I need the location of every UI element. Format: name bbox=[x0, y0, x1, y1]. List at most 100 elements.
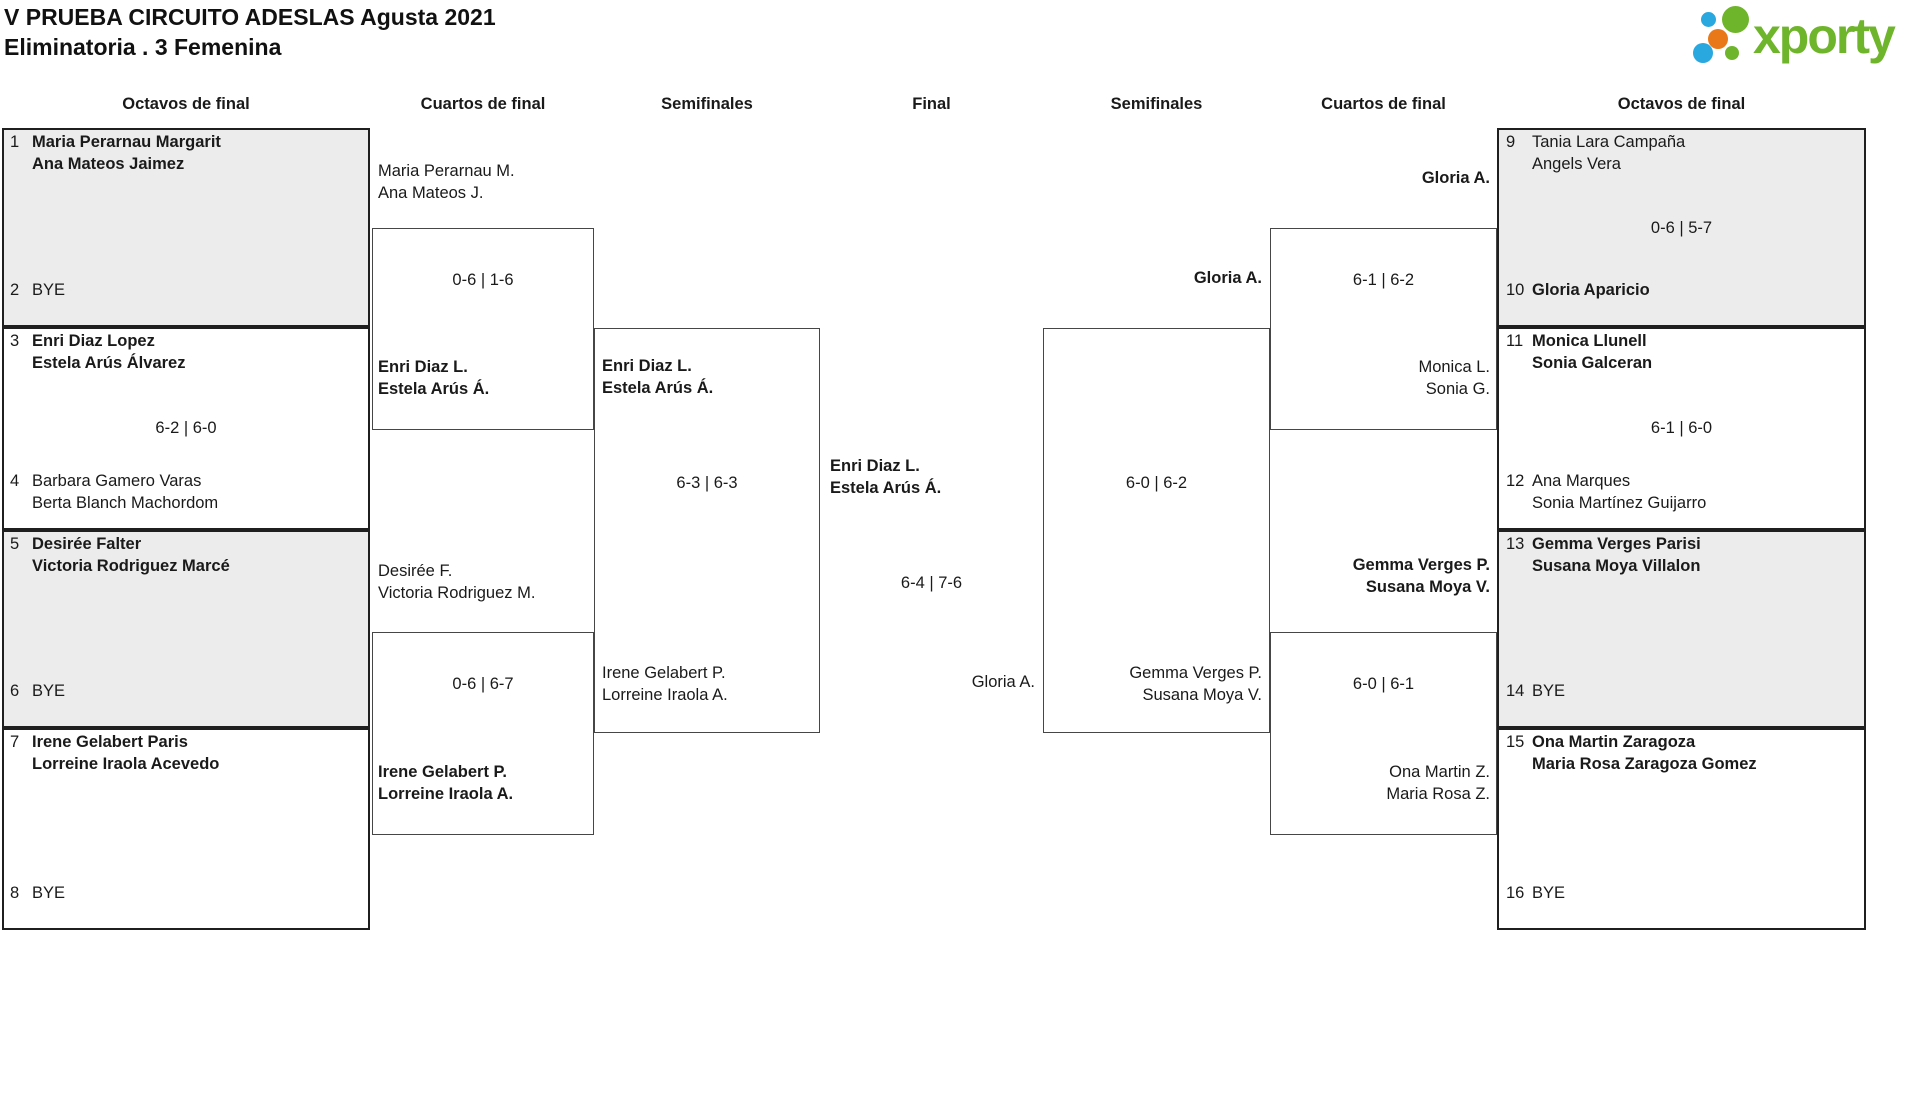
team-row-seed-2: 2 BYE bbox=[10, 279, 65, 301]
qf-right-2-winner: Gemma Verges P. Susana Moya V. bbox=[1278, 554, 1490, 598]
seed-number: 1 bbox=[10, 133, 20, 151]
page-title: V PRUEBA CIRCUITO ADESLAS Agusta 2021 bbox=[4, 4, 496, 30]
team-name-line: Estela Arús Á. bbox=[830, 479, 942, 497]
team-name-line: Angels Vera bbox=[1532, 155, 1621, 173]
score-sf-left: 6-3 | 6-3 bbox=[676, 474, 738, 492]
team-name-line: Estela Arús Á. bbox=[602, 379, 714, 397]
score-qf-right-2: 6-0 | 6-1 bbox=[1352, 675, 1415, 693]
team-names: Gloria Aparicio bbox=[1532, 279, 1650, 301]
team-name-line: Tania Lara Campaña bbox=[1532, 133, 1686, 151]
team-row-seed-14: 14 BYE bbox=[1506, 680, 1565, 702]
team-name-line: Lorreine Iraola Acevedo bbox=[32, 755, 220, 773]
team-name-line: Desirée F. bbox=[378, 562, 453, 580]
team-row-seed-3: 3 Enri Diaz Lopez Estela Arús Álvarez bbox=[10, 330, 185, 374]
seed-number: 13 bbox=[1506, 535, 1525, 553]
qf-right-2-bottom-entrant: Ona Martin Z. Maria Rosa Z. bbox=[1278, 761, 1490, 805]
match-box-seeds-5-6 bbox=[2, 530, 370, 728]
logo-dot-orange bbox=[1708, 29, 1728, 49]
match-box-seeds-15-16 bbox=[1497, 728, 1866, 930]
match-box-seeds-13-14 bbox=[1497, 530, 1866, 728]
team-name-line: Maria Perarnau M. bbox=[378, 162, 515, 180]
team-row-seed-9: 9 Tania Lara Campaña Angels Vera bbox=[1506, 131, 1685, 175]
team-names: Barbara Gamero Varas Berta Blanch Machor… bbox=[32, 470, 218, 514]
sf-right-bottom-entrant: Gemma Verges P. Susana Moya V. bbox=[1050, 662, 1262, 706]
team-name-line: Gemma Verges P. bbox=[1129, 664, 1262, 682]
team-names: BYE bbox=[1532, 882, 1565, 904]
team-row-seed-8: 8 BYE bbox=[10, 882, 65, 904]
team-name-line: BYE bbox=[1532, 682, 1566, 700]
team-names: Enri Diaz Lopez Estela Arús Álvarez bbox=[32, 330, 185, 374]
team-name-line: Ana Marques bbox=[1532, 472, 1631, 490]
team-name-line: Lorreine Iraola A. bbox=[602, 686, 728, 704]
team-row-seed-1: 1 Maria Perarnau Margarit Ana Mateos Jai… bbox=[10, 131, 221, 175]
team-names: Irene Gelabert Paris Lorreine Iraola Ace… bbox=[32, 731, 219, 775]
team-name-line: Barbara Gamero Varas bbox=[32, 472, 202, 490]
seed-number: 15 bbox=[1506, 733, 1525, 751]
team-name-line: Sonia G. bbox=[1425, 380, 1490, 398]
team-names: Maria Perarnau Margarit Ana Mateos Jaime… bbox=[32, 131, 221, 175]
team-name-line: Gloria Aparicio bbox=[1532, 281, 1650, 299]
team-name-line: BYE bbox=[1532, 884, 1566, 902]
team-name-line: Enri Diaz L. bbox=[378, 358, 468, 376]
score-sf-right: 6-0 | 6-2 bbox=[1125, 474, 1188, 492]
team-name-line: Maria Rosa Zaragoza Gomez bbox=[1532, 755, 1757, 773]
team-row-seed-16: 16 BYE bbox=[1506, 882, 1565, 904]
page-subtitle: Eliminatoria . 3 Femenina bbox=[4, 34, 282, 60]
round-header-cuartos-right: Cuartos de final bbox=[1321, 95, 1446, 113]
team-name-line: Desirée Falter bbox=[32, 535, 142, 553]
score-octavos-9-10: 0-6 | 5-7 bbox=[1650, 219, 1713, 237]
match-box-seeds-11-12 bbox=[1497, 327, 1866, 530]
qf-left-1-box bbox=[372, 228, 594, 430]
sf-left-top-entrant: Enri Diaz L. Estela Arús Á. bbox=[602, 355, 713, 399]
team-names: Gemma Verges Parisi Susana Moya Villalon bbox=[1532, 533, 1701, 577]
team-names: Desirée Falter Victoria Rodriguez Marcé bbox=[32, 533, 230, 577]
logo-dot-blue-small bbox=[1701, 12, 1716, 27]
sf-right-box bbox=[1043, 328, 1270, 733]
score-qf-left-2: 0-6 | 6-7 bbox=[452, 675, 514, 693]
team-names: BYE bbox=[1532, 680, 1565, 702]
team-name-line: Sonia Galceran bbox=[1532, 354, 1653, 372]
logo-wordmark: xporty bbox=[1753, 8, 1896, 64]
qf-right-1-box bbox=[1270, 228, 1497, 430]
team-name-line: BYE bbox=[32, 884, 66, 902]
team-name-line: Gemma Verges P. bbox=[1352, 556, 1490, 574]
score-octavos-3-4: 6-2 | 6-0 bbox=[155, 419, 217, 437]
team-name-line: Irene Gelabert P. bbox=[602, 664, 726, 682]
team-row-seed-12: 12 Ana Marques Sonia Martínez Guijarro bbox=[1506, 470, 1706, 514]
round-header-cuartos-left: Cuartos de final bbox=[420, 95, 546, 113]
team-row-seed-4: 4 Barbara Gamero Varas Berta Blanch Mach… bbox=[10, 470, 218, 514]
team-name-line: Ana Mateos Jaimez bbox=[32, 155, 185, 173]
qf-right-1-bottom-entrant: Monica L. Sonia G. bbox=[1278, 356, 1490, 400]
seed-number: 2 bbox=[10, 281, 20, 299]
seed-number: 6 bbox=[10, 682, 20, 700]
sf-left-box bbox=[594, 328, 820, 733]
seed-number: 16 bbox=[1506, 884, 1525, 902]
team-name-line: Monica L. bbox=[1418, 358, 1490, 376]
qf-left-1-winner: Enri Diaz L. Estela Arús Á. bbox=[378, 356, 489, 400]
team-name-line: Susana Moya V. bbox=[1142, 686, 1262, 704]
team-name-line: Gloria A. bbox=[1421, 169, 1490, 187]
qf-left-2-top-entrant: Desirée F. Victoria Rodriguez M. bbox=[378, 560, 535, 604]
team-name-line: Berta Blanch Machordom bbox=[32, 494, 219, 512]
team-name-line: Susana Moya Villalon bbox=[1532, 557, 1701, 575]
seed-number: 3 bbox=[10, 332, 20, 350]
team-row-seed-13: 13 Gemma Verges Parisi Susana Moya Villa… bbox=[1506, 533, 1701, 577]
team-name-line: Ana Mateos J. bbox=[378, 184, 484, 202]
logo-dot-green-small bbox=[1725, 46, 1739, 60]
team-name-line: Ona Martin Z. bbox=[1389, 763, 1490, 781]
score-octavos-11-12: 6-1 | 6-0 bbox=[1650, 419, 1713, 437]
team-row-seed-5: 5 Desirée Falter Victoria Rodriguez Marc… bbox=[10, 533, 230, 577]
round-header-final: Final bbox=[912, 95, 951, 113]
team-row-seed-10: 10 Gloria Aparicio bbox=[1506, 279, 1650, 301]
team-name-line: Enri Diaz L. bbox=[830, 457, 920, 475]
team-names: Tania Lara Campaña Angels Vera bbox=[1532, 131, 1685, 175]
team-name-line: Maria Rosa Z. bbox=[1386, 785, 1490, 803]
team-name-line: Gloria A. bbox=[971, 673, 1035, 691]
round-header-semifinales-left: Semifinales bbox=[661, 95, 753, 113]
score-qf-right-1: 6-1 | 6-2 bbox=[1352, 271, 1415, 289]
team-name-line: Irene Gelabert Paris bbox=[32, 733, 188, 751]
team-names: BYE bbox=[32, 279, 65, 301]
team-name-line: Irene Gelabert P. bbox=[378, 763, 508, 781]
round-header-octavos-right: Octavos de final bbox=[1617, 95, 1746, 113]
